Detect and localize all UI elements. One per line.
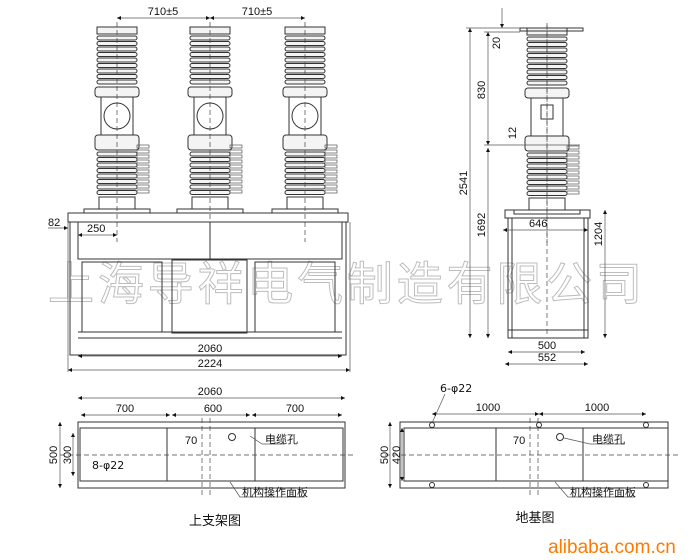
ct-shed bbox=[324, 144, 338, 149]
holes-8-phi22: 8-φ22 bbox=[92, 459, 124, 472]
dim-250: 250 bbox=[87, 223, 105, 235]
dim-2541: 2541 bbox=[458, 171, 470, 195]
front-insulators bbox=[83, 22, 339, 242]
ct-shed bbox=[566, 150, 580, 155]
foundation-title: 地基图 bbox=[515, 511, 554, 526]
cable-hole-label-upper: 电缆孔 bbox=[265, 433, 298, 446]
front-operating-door bbox=[171, 259, 248, 334]
ct-shed bbox=[566, 165, 580, 170]
ct-shed bbox=[136, 154, 150, 159]
ct-shed bbox=[136, 174, 150, 179]
upper-frame-title: 上支架图 bbox=[189, 514, 241, 529]
ct-shed bbox=[229, 174, 243, 179]
dim-646: 646 bbox=[529, 218, 547, 230]
dim-phase-spacing-1: 710±5 bbox=[148, 6, 179, 18]
panel-label-foundation: 机构操作面板 bbox=[570, 485, 636, 499]
ct-shed bbox=[566, 180, 580, 185]
ct-shed bbox=[324, 174, 338, 179]
upper-shed bbox=[189, 74, 231, 79]
dim-420: 420 bbox=[391, 446, 403, 464]
ct-shed bbox=[324, 179, 338, 184]
ct-shed bbox=[324, 149, 338, 154]
upper-frame-plan: 2060 700 600 700 500 300 70 8-φ22 电缆孔 机构… bbox=[48, 386, 355, 529]
ct-shed bbox=[136, 149, 150, 154]
dim-500-foundation: 500 bbox=[379, 446, 391, 464]
ct-shed bbox=[229, 179, 243, 184]
dim-700-right: 700 bbox=[286, 403, 304, 415]
ct-shed bbox=[229, 154, 243, 159]
dim-2060-front: 2060 bbox=[198, 343, 222, 355]
ct-shed bbox=[229, 149, 243, 154]
alibaba-watermark: alibaba.com.cn bbox=[548, 537, 676, 558]
ct-shed bbox=[229, 184, 243, 189]
dim-1000-right: 1000 bbox=[585, 402, 609, 414]
ct-shed bbox=[229, 169, 243, 174]
ct-shed bbox=[136, 169, 150, 174]
dim-700-left: 700 bbox=[116, 403, 134, 415]
ct-shed bbox=[566, 155, 580, 160]
ct-shed bbox=[229, 164, 243, 169]
ct-shed bbox=[324, 189, 338, 194]
ct-shed bbox=[566, 160, 580, 165]
ct-shed bbox=[136, 164, 150, 169]
ct-shed bbox=[324, 164, 338, 169]
dim-1692: 1692 bbox=[476, 213, 488, 237]
company-watermark: 上海导祥电气制造有限公司 bbox=[48, 257, 646, 311]
dim-830: 830 bbox=[476, 81, 488, 99]
ct-shed bbox=[566, 185, 580, 190]
ct-shed bbox=[324, 169, 338, 174]
dim-2060-plan: 2060 bbox=[198, 386, 222, 398]
front-top-plate bbox=[67, 212, 349, 223]
front-upper-panel-right bbox=[209, 221, 343, 260]
side-top-busbar bbox=[519, 27, 584, 32]
panel-label-upper: 机构操作面板 bbox=[242, 485, 308, 499]
cable-hole-label-foundation: 电缆孔 bbox=[592, 433, 625, 446]
dim-500-side: 500 bbox=[538, 340, 556, 352]
dim-2224: 2224 bbox=[198, 358, 222, 370]
upper-shed bbox=[284, 74, 326, 79]
dim-600: 600 bbox=[204, 403, 222, 415]
ct-shed bbox=[229, 144, 243, 149]
ct-shed bbox=[566, 190, 580, 195]
cable-hole-mark bbox=[228, 433, 236, 441]
dim-70-foundation: 70 bbox=[513, 435, 525, 447]
ct-shed bbox=[324, 184, 338, 189]
dim-12: 12 bbox=[507, 127, 519, 139]
dim-300: 300 bbox=[62, 446, 74, 464]
ct-shed bbox=[136, 184, 150, 189]
ct-shed bbox=[324, 154, 338, 159]
dim-1000-left: 1000 bbox=[476, 402, 500, 414]
dim-phase-spacing-2: 710±5 bbox=[242, 6, 273, 18]
ct-shed bbox=[566, 170, 580, 175]
dim-20: 20 bbox=[491, 37, 503, 49]
foundation-plan: 6-φ22 1000 1000 500 420 70 电缆孔 机构操作面板 地基… bbox=[379, 382, 680, 526]
dim-552: 552 bbox=[538, 352, 556, 364]
holes-6-phi22: 6-φ22 bbox=[440, 382, 472, 395]
front-view: 710±5 710±5 82 250 2060 2224 bbox=[48, 6, 351, 373]
ct-shed bbox=[566, 145, 580, 150]
ct-shed bbox=[566, 175, 580, 180]
side-cabinet bbox=[507, 217, 589, 339]
dim-70-upper: 70 bbox=[185, 435, 197, 447]
ct-shed bbox=[136, 179, 150, 184]
dim-82: 82 bbox=[48, 217, 60, 229]
upper-shed bbox=[96, 74, 138, 79]
ct-shed bbox=[229, 189, 243, 194]
side-view: 2541 830 1692 20 12 1204 646 500 552 bbox=[458, 8, 608, 367]
dim-500-upper: 500 bbox=[48, 446, 60, 464]
ct-shed bbox=[136, 159, 150, 164]
ct-shed bbox=[136, 144, 150, 149]
ct-shed bbox=[136, 189, 150, 194]
ct-shed bbox=[324, 159, 338, 164]
dim-1204: 1204 bbox=[593, 222, 605, 246]
ct-shed bbox=[229, 159, 243, 164]
